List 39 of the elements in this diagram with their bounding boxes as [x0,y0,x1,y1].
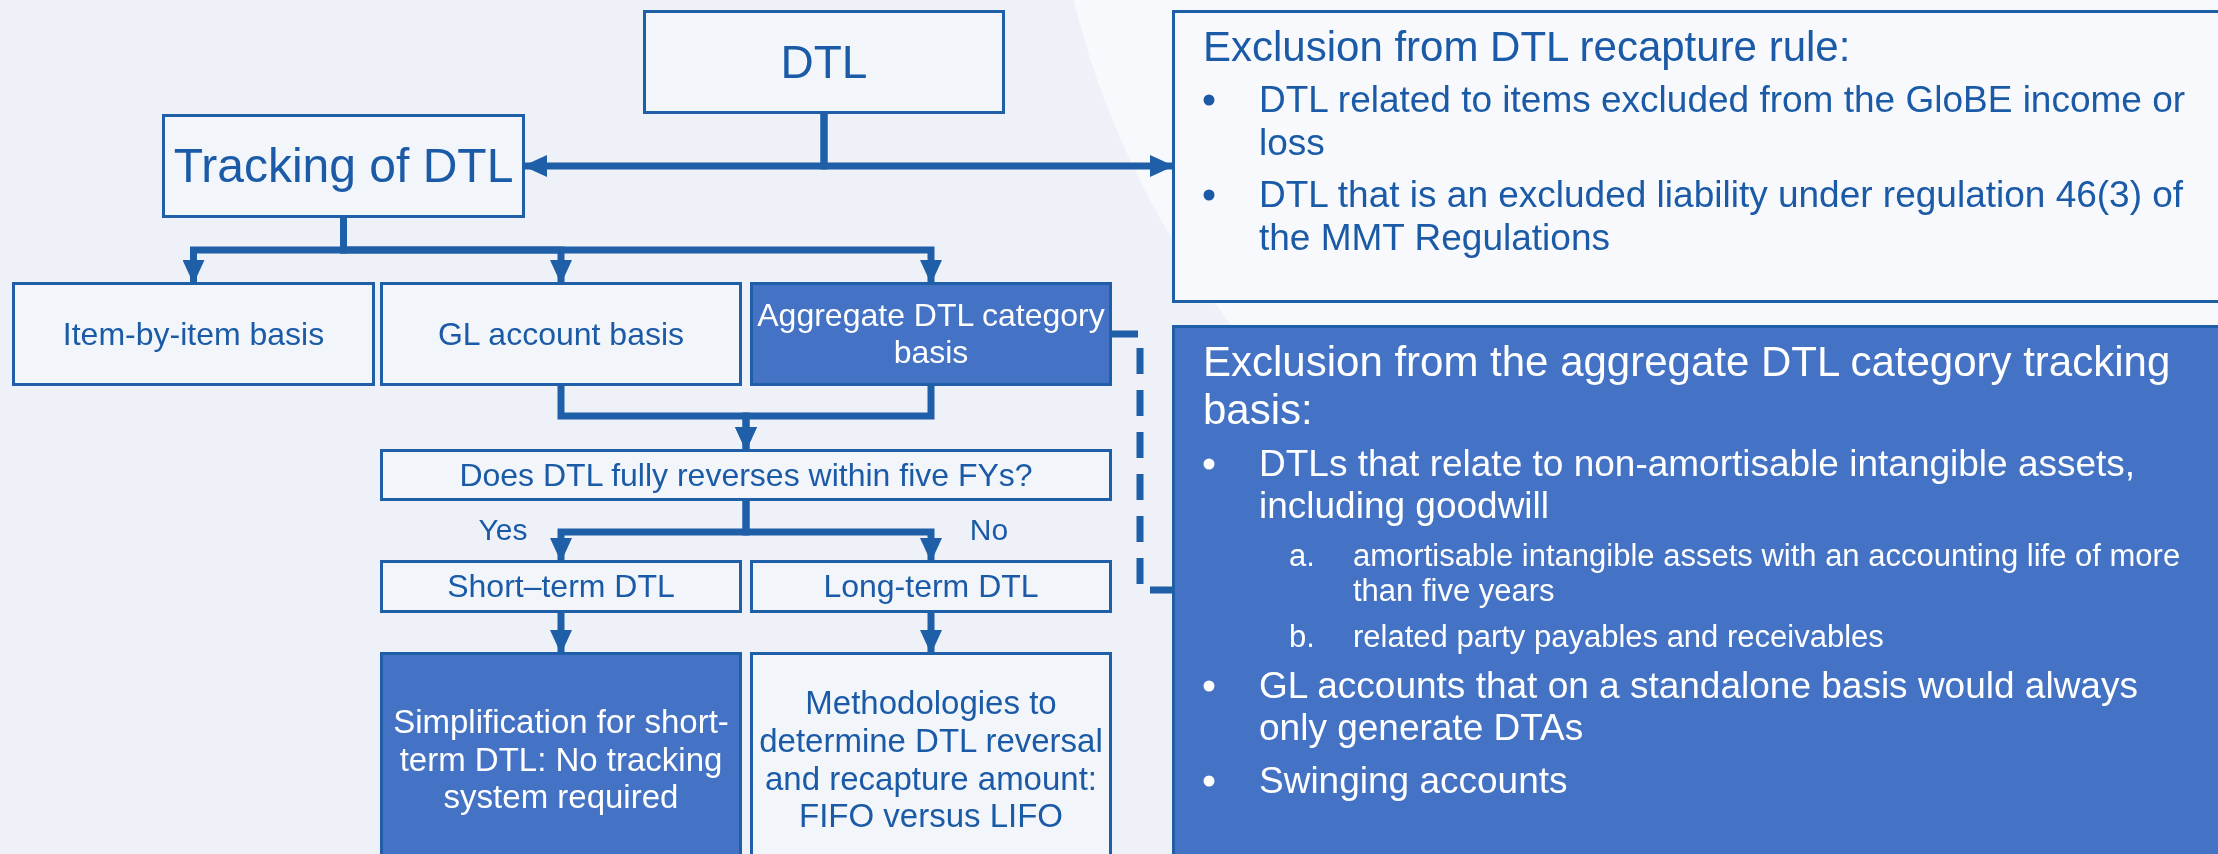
list-item-text: GL accounts that on a standalone basis would always only generate DTAs [1259,664,2139,750]
heading: Exclusion from DTL recapture rule: [1203,23,1851,72]
arrow [920,613,942,654]
list-marker: b. [1289,618,1316,655]
arrow [550,613,572,654]
process-box [380,449,1112,501]
box-text: DTL [780,35,868,89]
box-text: Methodologies to determine DTL reversal and recapture amount: FIFO versus LIFO [758,683,1104,836]
process-box [380,560,742,613]
arrow [742,501,942,562]
note-box [1172,325,2218,854]
box-text: Tracking of DTL [173,138,514,194]
process-box [162,114,525,218]
process-box [380,652,742,854]
heading: Exclusion from the aggregate DTL category tracking basis: [1203,338,2172,435]
connector-line [1112,330,1172,594]
arrow [820,114,1174,177]
process-box [750,560,1112,613]
box-text: Long-term DTL [823,568,1039,605]
list-item-text: Swinging accounts [1259,759,1568,803]
box-text: Aggregate DTL category basis [756,297,1106,371]
list-marker: a. [1289,537,1316,575]
list-item-text: related party payables and receivables [1353,618,1884,655]
box-text: Does DTL fully reverses within five FYs? [459,456,1033,494]
process-box [12,282,375,386]
box-text: Item-by-item basis [62,315,325,353]
box-text: Simplification for short-term DTL: No tracking system required [392,702,730,817]
process-box [750,652,1112,854]
list-item-text: DTL that is an excluded liability under regulation 46(3) of the MMT Regulations [1259,174,2185,260]
list-item-text: DTLs that relate to non-amortisable intangible assets, including goodwill [1259,442,2137,528]
process-box [643,10,1005,114]
list-item-text: DTL related to items excluded from the GloBE income or loss [1259,79,2187,165]
box-text: GL account basis [437,315,685,353]
list-item-text: amortisable intangible assets with an accounting life of more than five years [1353,537,2182,609]
note-box [1172,10,2218,303]
box-text: Short–term DTL [447,568,675,605]
process-box [750,282,1112,386]
process-box [380,282,742,386]
arrow [735,386,935,451]
